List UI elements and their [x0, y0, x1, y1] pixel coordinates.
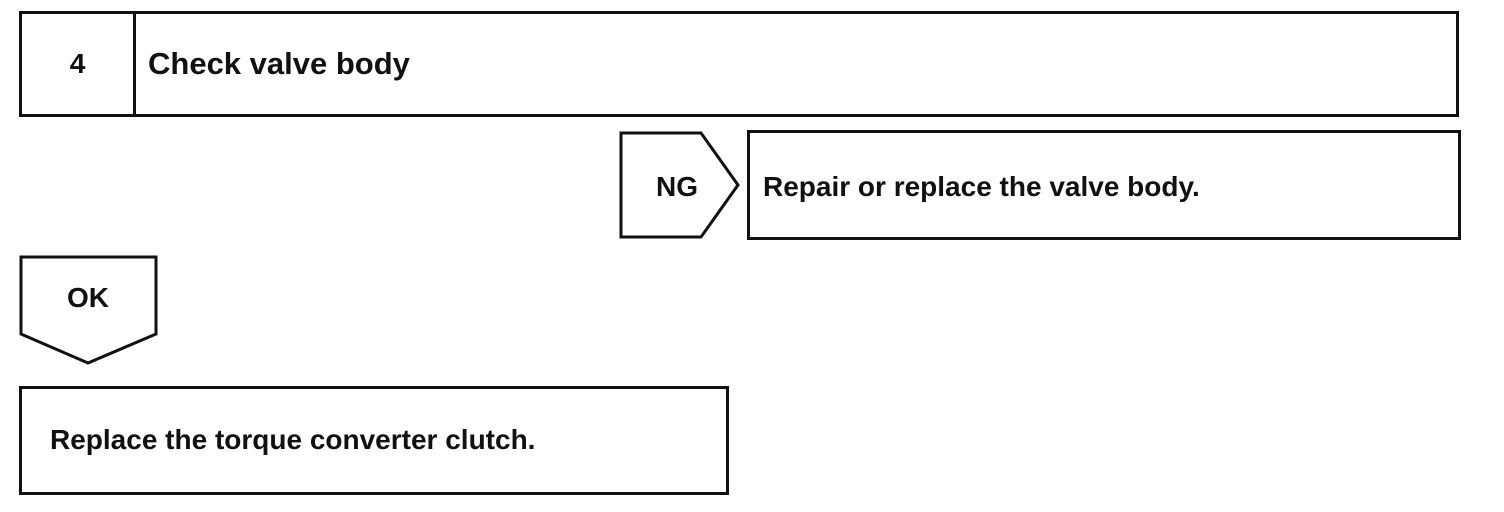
step-number-box: [19, 11, 136, 117]
ng-action-text: Repair or replace the valve body.: [763, 171, 1200, 202]
ok-label: OK: [67, 282, 109, 313]
ng-label: NG: [656, 171, 698, 202]
step-number: 4: [69, 48, 86, 79]
ok-arrow-shape: [19, 255, 158, 365]
step-title-box: [133, 11, 1459, 117]
ng-arrow-shape: [619, 131, 740, 239]
step-title: Check valve body: [148, 46, 410, 81]
ng-action-box: [747, 130, 1461, 240]
ok-action-box: [19, 386, 729, 495]
ok-action-text: Replace the torque converter clutch.: [50, 424, 536, 455]
